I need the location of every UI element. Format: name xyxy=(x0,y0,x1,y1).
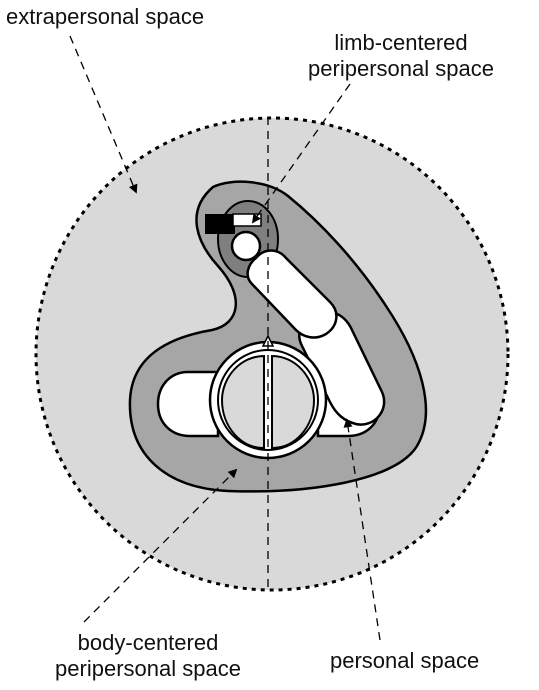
label-body-line2: peripersonal space xyxy=(28,656,268,682)
label-extrapersonal-text: extrapersonal space xyxy=(6,4,204,29)
hand xyxy=(232,232,260,260)
label-personal-text: personal space xyxy=(330,648,479,673)
label-body-line1: body-centered xyxy=(28,630,268,656)
label-extrapersonal-space: extrapersonal space xyxy=(6,4,204,30)
label-limb-line2: peripersonal space xyxy=(270,56,532,82)
pointer-extrapersonal xyxy=(70,36,136,192)
label-limb-line1: limb-centered xyxy=(270,30,532,56)
label-body-centered-space: body-centered peripersonal space xyxy=(28,630,268,682)
label-personal-space: personal space xyxy=(330,648,479,674)
held-object xyxy=(205,214,235,234)
label-limb-centered-space: limb-centered peripersonal space xyxy=(270,30,532,82)
